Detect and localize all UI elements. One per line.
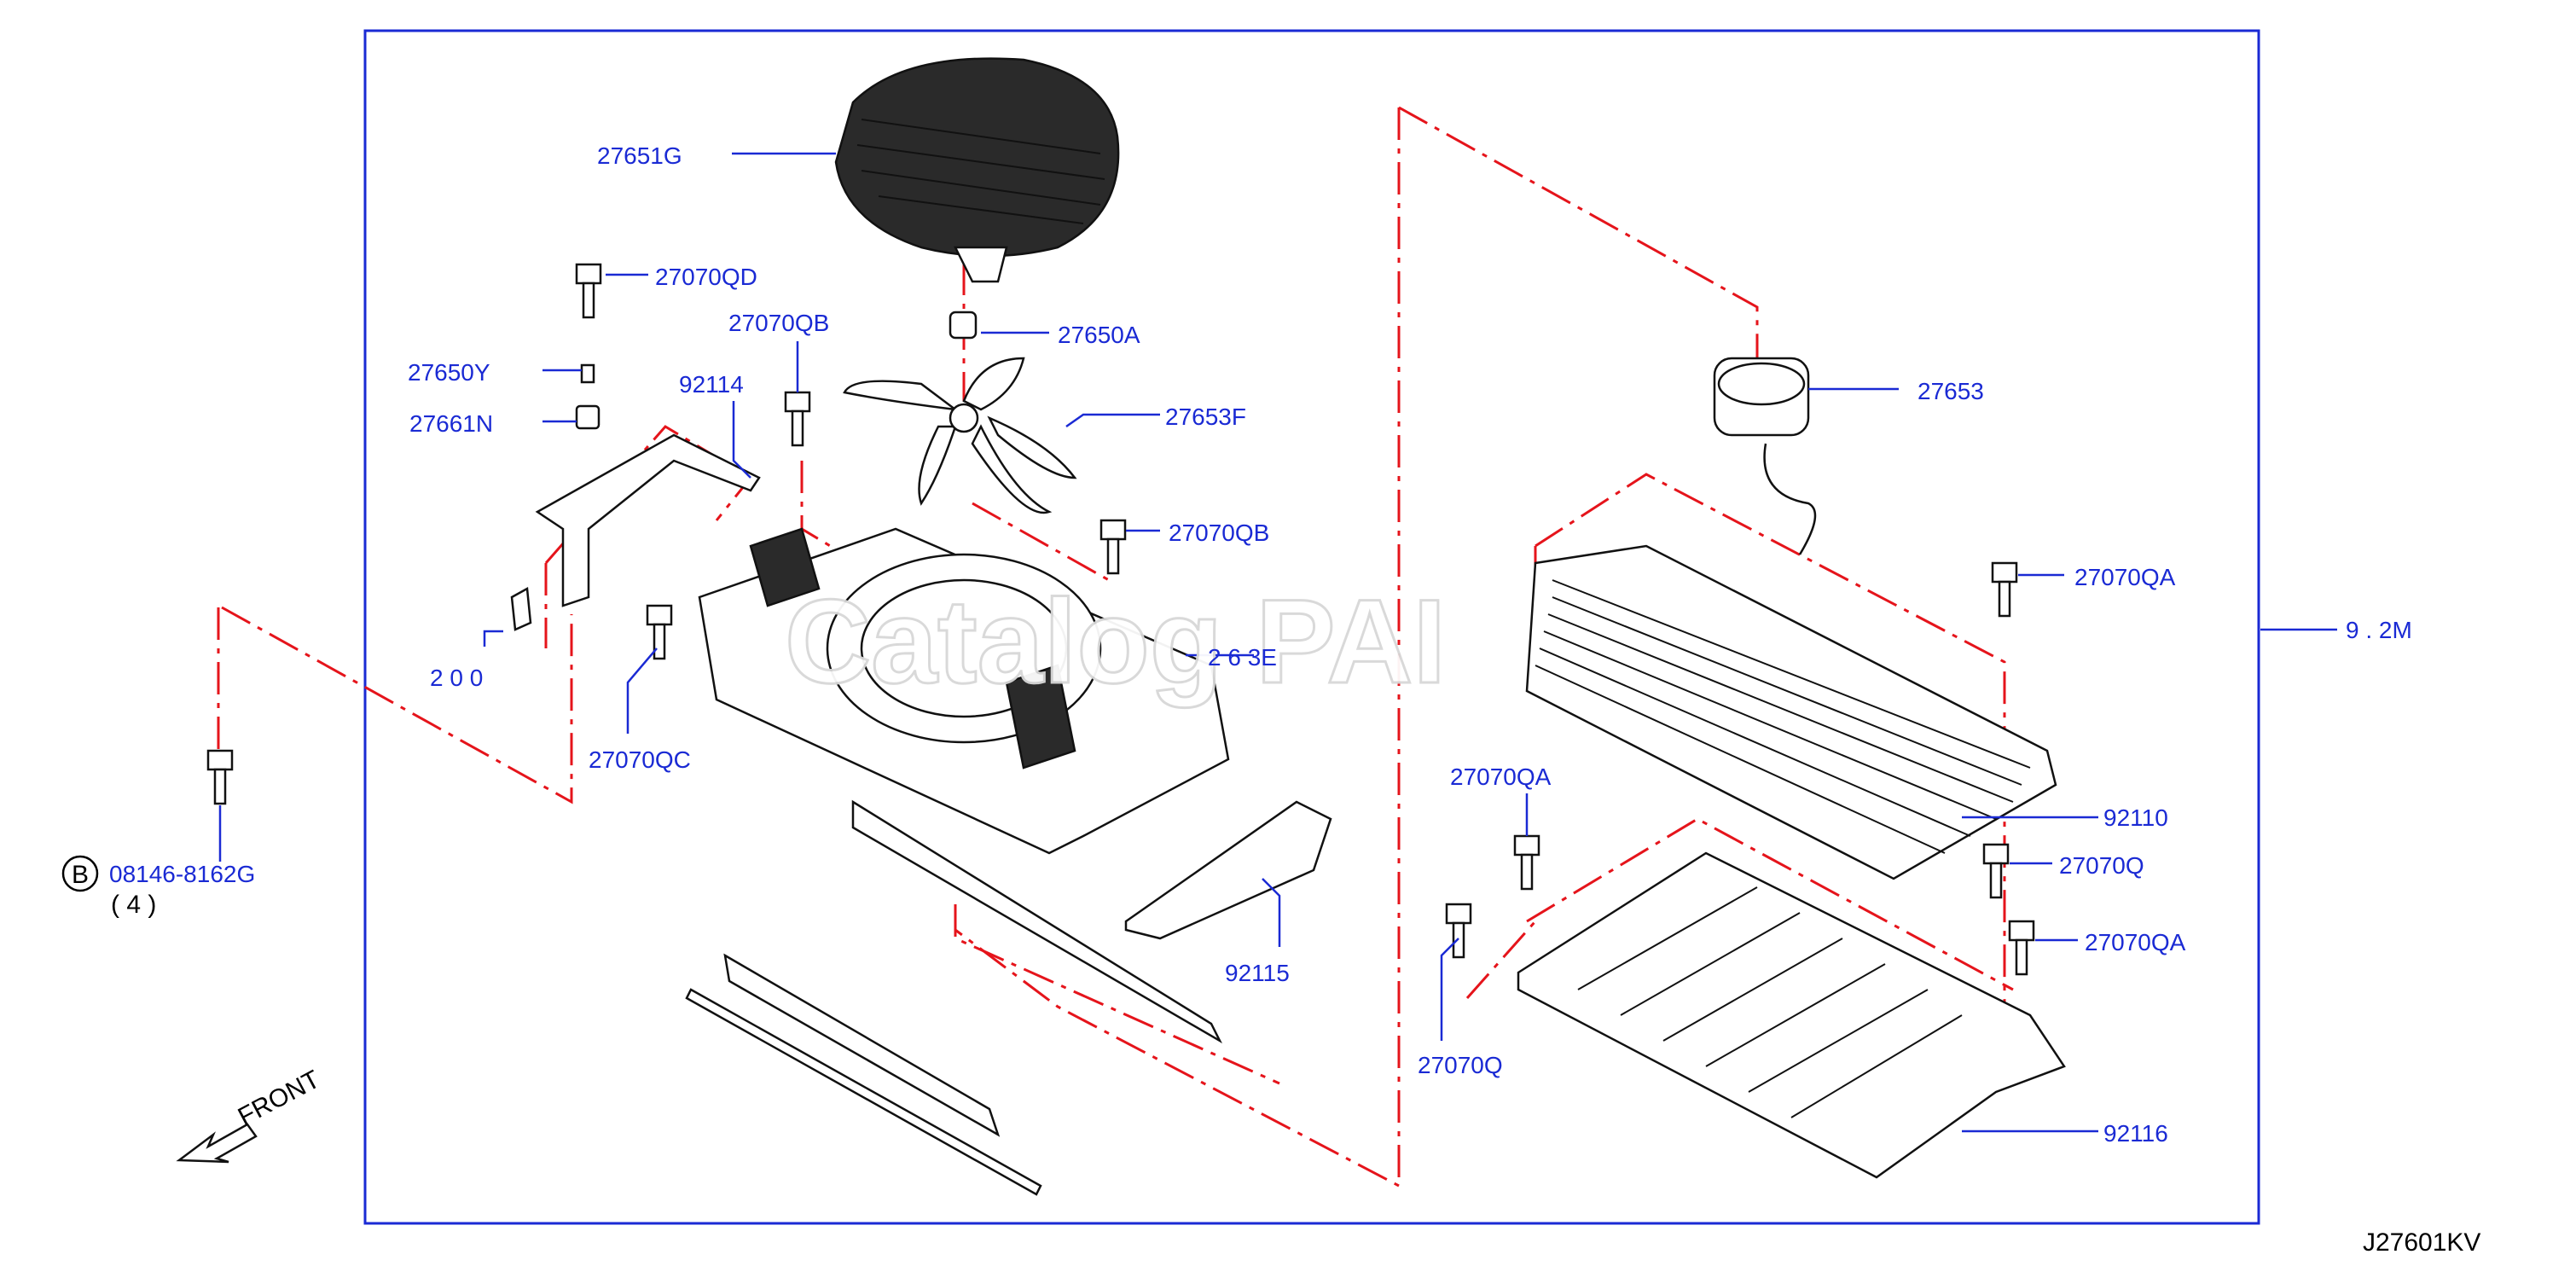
bolt-symbol: B [72,861,89,889]
callout-27070qb-mid: 27070QB [1169,520,1269,546]
diagram-code: J27601KV [2363,1228,2480,1257]
callout-2-6-3e: 2 6 3E [1208,644,1277,671]
callout-27070qa-bottom: 27070QA [2085,929,2186,955]
callout-labels: 27651G 27070QD 27070QB 27650A 27650Y 921… [408,142,2412,1147]
callout-27070qa-top: 27070QA [2074,564,2176,590]
diagram-frame [363,29,2260,1225]
callout-27070qc: 27070QC [589,746,691,773]
callout-27070qd: 27070QD [655,264,757,290]
callout-27070q-right: 27070Q [2059,852,2144,879]
callout-92110: 92110 [2103,804,2168,831]
callout-27653: 27653 [1917,378,1984,404]
condenser-part [1525,544,2057,880]
fan-blade-part [843,357,1077,514]
fan-shroud-part [834,57,1120,283]
under-cover-part [1517,851,2066,1179]
callout-27070qb-top: 27070QB [728,310,829,336]
bolt-qty: ( 4 ) [111,891,156,919]
seal-strips-part [685,953,1042,1196]
callout-27651g: 27651G [597,142,682,169]
bolt-symbol-circle [61,855,99,892]
front-arrow-icon [176,1123,258,1164]
bracket-92115-part [1124,800,1332,940]
leader-lines [483,152,2337,1133]
callout-27661n: 27661N [409,410,493,437]
callout-27070q-left: 27070Q [1418,1052,1503,1078]
callout-27070qa-left: 27070QA [1450,764,1552,790]
callout-92114: 92114 [679,371,744,398]
motor-collar-part [949,311,978,340]
front-label: FRONT [234,1066,325,1132]
fan-motor-part [1713,357,1817,555]
callout-27650a: 27650A [1058,322,1140,348]
shroud-frame-part [698,527,1230,1044]
bolt-code: 08146-8162G [109,861,255,887]
callout-9-2m: 9 . 2M [2346,617,2412,643]
callout-92115: 92115 [1225,960,1290,986]
callout-2-0-0: 2 0 0 [430,665,483,691]
callout-92116: 92116 [2103,1120,2168,1147]
callout-27653f: 27653F [1165,404,1246,430]
bracket-92114-part [535,433,761,607]
bolts [206,263,2035,976]
callout-27650y: 27650Y [408,359,490,386]
watermark: Catalog PAI [785,574,1446,708]
